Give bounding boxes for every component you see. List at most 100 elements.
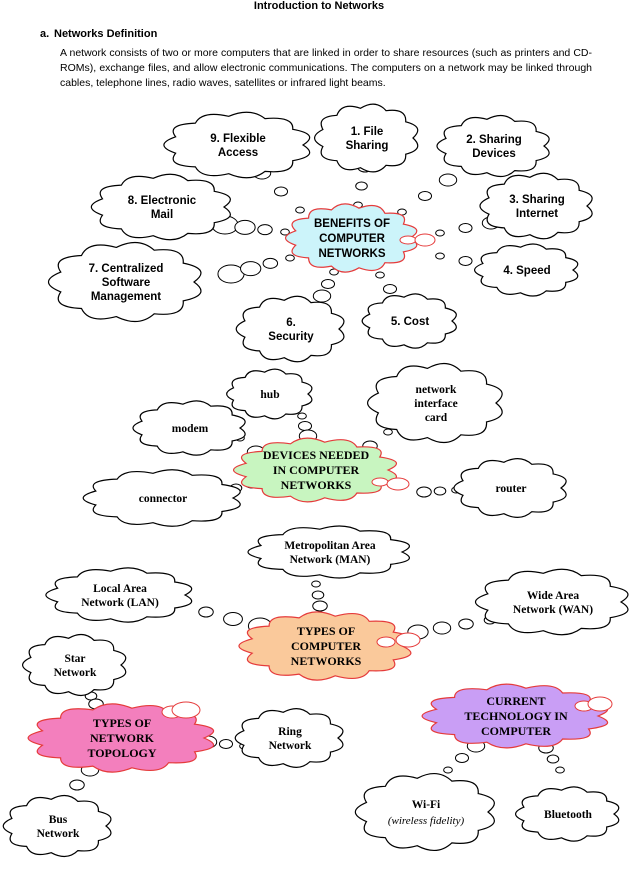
devices-center-cloud bbox=[232, 437, 397, 503]
thought-bubble-dot bbox=[435, 252, 445, 260]
device-label: connector bbox=[139, 493, 188, 505]
thought-bubble-dot bbox=[458, 223, 473, 233]
wifi-note: (wireless fidelity) bbox=[388, 815, 465, 827]
device-label-line: card bbox=[425, 412, 448, 424]
thought-bubble-dot bbox=[371, 477, 389, 487]
thought-bubble-dot bbox=[416, 486, 432, 498]
device-cloud bbox=[367, 362, 503, 444]
technology-cluster: Wi-Fi (wireless fidelity) Bluetooth CURRENT… bbox=[354, 683, 620, 851]
network-type-label-line: Local Area bbox=[93, 583, 147, 595]
types-center-cloud bbox=[238, 611, 412, 681]
topology-center-label-line: TOPOLOGY bbox=[87, 746, 156, 760]
thought-bubble-dot bbox=[297, 421, 313, 431]
benefit-label-line: Mail bbox=[151, 209, 173, 221]
thought-bubble-dot bbox=[285, 254, 295, 262]
thought-bubble-dot bbox=[257, 224, 273, 236]
benefit-label-line: Management bbox=[91, 291, 161, 303]
benefit-cloud bbox=[47, 241, 202, 323]
technology-cloud bbox=[515, 786, 620, 842]
thought-bubble-dot bbox=[262, 257, 279, 269]
types-center-label-line: TYPES OF bbox=[297, 624, 355, 638]
benefit-label-line: Security bbox=[268, 331, 314, 343]
benefit-label-line: Access bbox=[218, 147, 258, 159]
thought-bubble-dot bbox=[69, 779, 85, 791]
thought-bubble-dot bbox=[297, 412, 307, 420]
thought-bubble-dot bbox=[443, 766, 453, 774]
wifi-label: Wi-Fi bbox=[412, 799, 441, 811]
thought-bubble-dot bbox=[399, 235, 417, 245]
benefit-label-line: 8. Electronic bbox=[128, 195, 197, 207]
thought-bubble-dot bbox=[458, 256, 473, 266]
benefit-cloud bbox=[314, 103, 419, 173]
topology-cloud bbox=[2, 794, 112, 858]
thought-bubble-dot bbox=[435, 229, 445, 237]
network-type-label-line: Network (MAN) bbox=[290, 554, 371, 566]
thought-bubble-dot bbox=[198, 606, 214, 618]
thought-bubble-dot bbox=[438, 173, 458, 187]
device-label-line: modem bbox=[172, 423, 209, 435]
topology-center-label-line: TYPES OF bbox=[93, 716, 151, 730]
thought-bubble-dot bbox=[171, 701, 201, 719]
device-label-line: interface bbox=[414, 398, 457, 410]
thought-bubble-dot bbox=[395, 632, 421, 648]
device-label-line: hub bbox=[260, 389, 279, 401]
thought-bubble-dot bbox=[382, 284, 398, 294]
section-heading: a.Networks Definition bbox=[40, 28, 157, 40]
thought-bubble-dot bbox=[555, 766, 565, 774]
network-type-cloud bbox=[247, 525, 410, 579]
thought-bubble-dot bbox=[454, 753, 470, 763]
types-center-label-line: NETWORKS bbox=[291, 654, 362, 668]
benefit-label-line: 1. File bbox=[351, 126, 384, 138]
thought-bubble-dot bbox=[280, 228, 290, 236]
thought-bubble-dot bbox=[240, 261, 262, 277]
benefit-cloud bbox=[436, 114, 550, 178]
thought-bubble-dot bbox=[311, 590, 325, 600]
thought-bubble-dot bbox=[587, 696, 613, 712]
network-type-label-line: Network (WAN) bbox=[513, 604, 593, 616]
thought-bubble-dot bbox=[223, 612, 243, 626]
benefit-cloud bbox=[90, 173, 231, 241]
technology-center-label-line: CURRENT bbox=[486, 694, 545, 708]
bluetooth-label: Bluetooth bbox=[544, 809, 593, 821]
thought-bubble-dot bbox=[458, 618, 474, 630]
thought-bubble-dot bbox=[273, 186, 289, 197]
network-type-label-line: Wide Area bbox=[527, 590, 580, 602]
benefit-cloud bbox=[235, 295, 345, 363]
benefits-center-label-line: COMPUTER bbox=[319, 233, 386, 245]
thought-bubble-dot bbox=[312, 289, 332, 303]
benefit-label-line: Sharing bbox=[346, 140, 389, 152]
device-cloud bbox=[132, 400, 246, 456]
section-title: Networks Definition bbox=[54, 28, 158, 40]
devices-center-label-line: DEVICES NEEDED bbox=[263, 448, 370, 462]
benefit-label-line: 2. Sharing bbox=[466, 134, 522, 146]
thought-bubble-dot bbox=[312, 600, 328, 612]
benefit-label: 6. Security bbox=[268, 317, 314, 343]
thought-bubble-dot bbox=[433, 486, 447, 496]
benefit-label-line: Devices bbox=[472, 148, 515, 160]
device-label: hub bbox=[260, 389, 279, 401]
network-type-label-line: Metropolitan Area bbox=[284, 540, 375, 552]
device-label-line: network bbox=[416, 384, 457, 396]
benefit-label-line: 6. bbox=[286, 317, 296, 329]
thought-bubble-dot bbox=[376, 636, 396, 648]
network-type-cloud bbox=[474, 568, 629, 636]
thought-bubble-dot bbox=[355, 181, 368, 191]
benefit-label-line: Software bbox=[102, 277, 151, 289]
technology-center-cloud bbox=[421, 683, 609, 749]
network-type-label-line: Network (LAN) bbox=[81, 597, 159, 609]
benefit-cloud bbox=[163, 111, 311, 179]
benefit-label-line: 3. Sharing bbox=[509, 194, 565, 206]
device-cloud bbox=[453, 458, 567, 518]
topology-label-line: Bus bbox=[49, 814, 68, 826]
